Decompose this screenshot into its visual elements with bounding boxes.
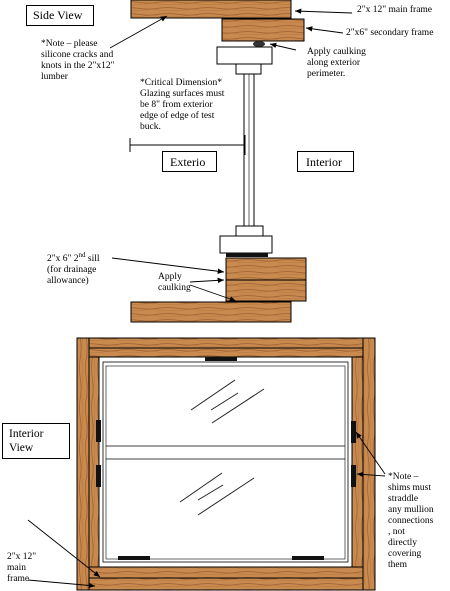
- second-sill-label: 2"x 6" 2nd sill (for drainage allowance): [47, 251, 100, 287]
- window-sash-inner: [105, 365, 346, 560]
- secondary-frame-left: [88, 356, 100, 568]
- left-main-frame-post: [76, 337, 90, 591]
- glass-reflection-upper: [190, 379, 265, 424]
- side-view-section: [109, 0, 353, 323]
- window-sill-inner: [235, 225, 264, 237]
- leader-caulk-perimeter: [269, 42, 297, 51]
- secondary-frame-bottom: [88, 566, 364, 579]
- side-view-title: Side View: [26, 5, 94, 26]
- sill-caulk: [226, 253, 268, 257]
- apply-caulking-label: Apply caulking: [158, 272, 191, 293]
- main-frame-label: 2"x 12" main frame: [357, 5, 433, 15]
- critical-dimension-label: *Critical Dimension* Glazing surfaces mu…: [140, 78, 225, 132]
- leader-main-frame: [294, 8, 353, 14]
- leader-second-sill: [111, 257, 225, 274]
- leader-main-frame-bottom-1: [27, 519, 101, 578]
- window-sill-profile: [219, 235, 273, 254]
- secondary-frame-label: 2"x6" secondary frame: [346, 28, 434, 38]
- note-silicone-label: *Note – please silicone cracks and knots…: [41, 39, 115, 82]
- leader-shims-1: [355, 431, 386, 475]
- leader-secondary-frame: [305, 26, 344, 34]
- glass-reflection-lower: [179, 472, 255, 516]
- leader-caulk-2: [189, 284, 237, 302]
- shim-right-lower: [351, 465, 356, 487]
- leader-note-silicone: [109, 15, 168, 49]
- sill-board-lower: [225, 279, 307, 302]
- shim-bottom-left: [118, 556, 150, 560]
- right-main-frame-post: [362, 337, 376, 591]
- note-shims-label: *Note – shims must straddle any mullion …: [388, 472, 434, 570]
- apply-caulking-perimeter-label: Apply caulking along exterior perimeter.: [307, 47, 366, 79]
- leader-shims-2: [356, 471, 386, 478]
- shim-top: [205, 357, 237, 361]
- caulk-bead-top: [253, 41, 265, 47]
- second-sill-board: [225, 257, 307, 281]
- window-head-profile: [216, 46, 273, 65]
- secondary-frame-top: [88, 347, 364, 358]
- window-head-inner: [235, 63, 262, 75]
- top-main-frame-board: [130, 0, 292, 19]
- leader-main-frame-bottom-2: [27, 579, 96, 589]
- shim-left-upper: [96, 420, 101, 442]
- shim-left-lower: [96, 465, 101, 487]
- bottom-main-frame-board: [130, 301, 292, 323]
- interior-label: Interior: [297, 151, 354, 172]
- shim-bottom-right: [292, 556, 324, 560]
- interior-view-title: Interior View: [2, 423, 70, 459]
- main-frame-bottom-label: 2"x 12" main frame: [7, 552, 37, 584]
- shim-right-upper: [351, 421, 356, 443]
- interior-view-section: [27, 337, 386, 591]
- exterior-label: Exterio: [162, 151, 217, 172]
- secondary-frame-right: [351, 356, 364, 568]
- leader-caulk-1: [189, 277, 225, 284]
- top-main-frame-rail: [88, 337, 364, 349]
- bottom-main-frame-rail: [88, 577, 364, 591]
- secondary-frame-board: [221, 18, 305, 42]
